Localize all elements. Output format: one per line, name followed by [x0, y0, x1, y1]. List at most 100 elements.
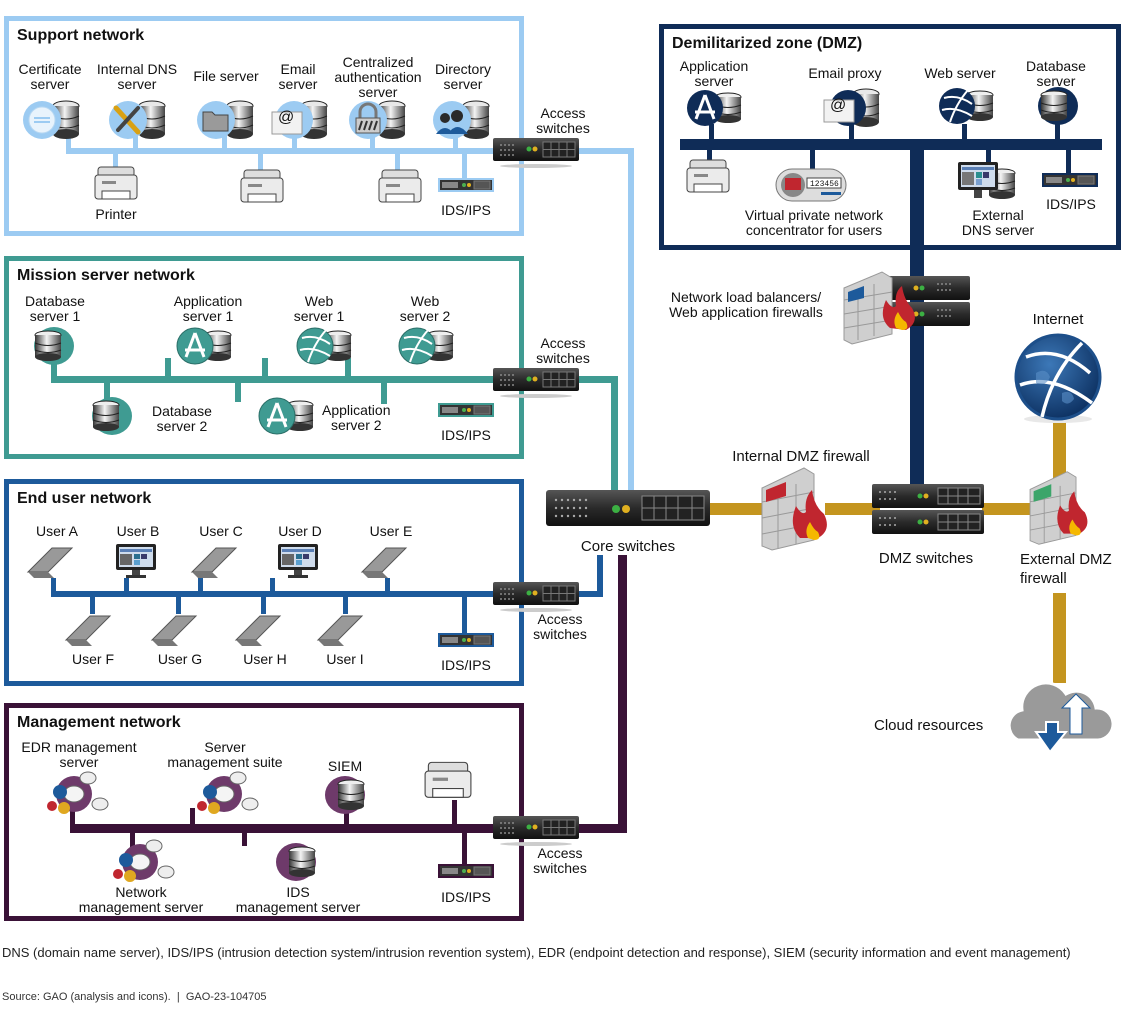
laptop-icon[interactable]	[190, 544, 242, 580]
ids-ips-appliance-icon[interactable]	[1042, 173, 1098, 187]
dmz-bus	[680, 139, 1102, 150]
printer-icon[interactable]	[240, 168, 284, 208]
application-server-icon[interactable]	[176, 326, 236, 366]
application-server-icon[interactable]	[258, 396, 318, 436]
support-uplink-v	[628, 148, 634, 493]
management-drop	[452, 800, 457, 826]
dmz-zone: Demilitarized zone (DMZ)	[659, 24, 1121, 250]
external-dns-server-icon[interactable]	[956, 160, 1020, 206]
node-label: Application server	[679, 58, 749, 89]
mission-drop	[235, 380, 241, 402]
laptop-icon[interactable]	[26, 544, 78, 580]
node-label: Application server 1	[173, 293, 243, 324]
support-uplink-h	[578, 148, 634, 154]
dmz-switch-icon[interactable]	[872, 484, 986, 540]
printer-icon[interactable]	[686, 158, 730, 198]
enduser-drop	[51, 578, 56, 594]
mission-drop	[381, 380, 387, 404]
web-server-icon[interactable]	[938, 86, 998, 126]
database-server-icon[interactable]	[30, 326, 76, 366]
mission-drop	[104, 380, 110, 402]
database-server-icon[interactable]	[1036, 86, 1082, 126]
ids-ips-appliance-icon[interactable]	[438, 633, 494, 647]
desktop-monitor-icon[interactable]	[114, 542, 160, 580]
ids-ips-appliance-icon[interactable]	[438, 864, 494, 878]
enduser-drop	[176, 594, 181, 614]
load-balancer-waf-icon[interactable]	[842, 270, 972, 346]
dns-tools-server-icon[interactable]	[108, 98, 170, 142]
node-label: Web server 2	[399, 293, 451, 324]
certificate-server-icon[interactable]	[22, 98, 84, 142]
internal-dmz-firewall-icon[interactable]	[760, 466, 834, 552]
mission-uplink-v	[611, 376, 618, 493]
laptop-icon[interactable]	[64, 612, 116, 648]
siem-server-icon[interactable]	[325, 775, 371, 815]
core-switch-label: Core switches	[580, 538, 676, 555]
support-bus	[66, 148, 506, 154]
cloud-resources-icon[interactable]	[1000, 674, 1116, 768]
support-network-title: Support network	[17, 27, 145, 44]
enduser-drop	[462, 594, 467, 634]
enduser-uplink-h	[578, 591, 603, 597]
internal-firewall-label: Internal DMZ firewall	[732, 448, 870, 465]
laptop-icon[interactable]	[316, 612, 368, 648]
node-label: Server management suite	[167, 739, 283, 770]
printer-icon[interactable]	[424, 760, 472, 804]
application-server-icon[interactable]	[686, 88, 746, 128]
management-drop	[462, 830, 467, 864]
support-drop	[133, 132, 138, 152]
access-switch-label: Access switches	[536, 335, 590, 366]
node-label: Network management server	[78, 884, 204, 915]
cloud-resources-label: Cloud resources	[874, 717, 984, 734]
access-switch-icon[interactable]	[493, 816, 581, 846]
network-management-server-icon[interactable]	[110, 838, 176, 884]
email-server-icon[interactable]: @	[270, 98, 332, 142]
node-label: Certificate server	[18, 61, 82, 92]
printer-icon[interactable]	[94, 165, 138, 205]
ids-ips-appliance-icon[interactable]	[438, 178, 494, 192]
enduser-drop	[90, 594, 95, 614]
access-switch-icon[interactable]	[493, 368, 581, 398]
ids-ips-label: IDS/IPS	[441, 889, 491, 905]
laptop-icon[interactable]	[150, 612, 202, 648]
lock-server-icon[interactable]	[348, 98, 410, 142]
laptop-icon[interactable]	[360, 544, 412, 580]
management-drop	[70, 808, 75, 826]
user-label: User A	[35, 523, 79, 539]
web-server-icon[interactable]	[398, 326, 458, 366]
management-drop	[130, 830, 135, 848]
management-network-zone: Management network	[4, 703, 524, 921]
node-label: EDR management server	[21, 739, 137, 770]
printer-icon[interactable]	[378, 168, 422, 208]
internet-globe-icon[interactable]	[1012, 333, 1104, 425]
ids-ips-appliance-icon[interactable]	[438, 403, 494, 417]
directory-server-icon[interactable]	[432, 98, 494, 142]
support-drop	[292, 132, 297, 152]
internet-label: Internet	[1032, 311, 1084, 328]
edr-management-server-icon[interactable]	[44, 770, 110, 816]
enduser-uplink-v	[597, 555, 603, 597]
email-proxy-icon[interactable]: @	[822, 86, 884, 130]
file-server-icon[interactable]	[196, 98, 258, 142]
source-line: Source: GAO (analysis and icons). | GAO-…	[2, 991, 267, 1003]
access-switch-icon[interactable]	[493, 582, 581, 612]
node-label: Database server 1	[25, 293, 85, 324]
database-server-icon[interactable]	[88, 396, 134, 436]
enduser-network-title: End user network	[17, 490, 152, 507]
external-dmz-firewall-icon[interactable]	[1028, 470, 1094, 546]
desktop-monitor-icon[interactable]	[276, 542, 322, 580]
external-dns-label: External DNS server	[961, 207, 1035, 238]
web-server-icon[interactable]	[296, 326, 356, 366]
access-switch-icon[interactable]	[493, 138, 581, 168]
dmz-trunk-inner	[910, 140, 924, 255]
load-balancer-label: Network load balancers/ Web application …	[669, 289, 823, 320]
laptop-icon[interactable]	[234, 612, 286, 648]
management-bus	[70, 824, 506, 833]
ids-management-server-icon[interactable]	[276, 842, 322, 882]
access-switch-label: Access switches	[533, 611, 587, 642]
access-switch-label: Access switches	[533, 845, 587, 876]
core-switch-icon[interactable]	[546, 490, 712, 532]
vpn-concentrator-icon[interactable]: 123456	[775, 168, 847, 202]
server-management-suite-icon[interactable]	[194, 770, 260, 816]
dmz-drop	[1066, 148, 1071, 174]
